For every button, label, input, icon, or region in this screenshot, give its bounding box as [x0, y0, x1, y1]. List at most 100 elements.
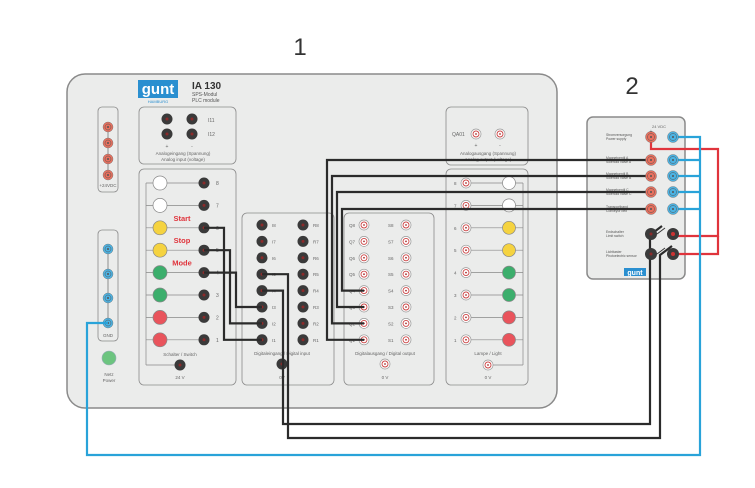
m2-plus-socket-1[interactable] — [645, 131, 657, 143]
switch-socket-1[interactable] — [198, 334, 210, 346]
digital-output-socket-S5[interactable] — [400, 268, 412, 280]
m2-sensor-in-socket-1[interactable] — [645, 228, 657, 240]
analog-input-socket[interactable] — [186, 113, 198, 125]
m2-minus-socket-5[interactable] — [667, 203, 679, 215]
wire-q3-to-valve-c[interactable] — [335, 190, 651, 309]
wire-stop-to-i2[interactable] — [204, 249, 262, 325]
analog-input-socket[interactable] — [161, 128, 173, 140]
analog-output-plus-socket[interactable] — [470, 128, 482, 140]
digital-output-socket-S2[interactable] — [400, 318, 412, 329]
digital-output-socket-S1[interactable] — [400, 334, 412, 346]
analog-output-minus-socket[interactable] — [494, 128, 506, 140]
switch-button-4[interactable] — [152, 265, 168, 280]
gnd-socket[interactable] — [102, 292, 114, 304]
digital-input-socket-R3[interactable] — [297, 301, 309, 313]
switch-socket-7[interactable] — [198, 199, 210, 211]
switch-button-5[interactable] — [152, 242, 168, 258]
wire-q1-to-valve-a[interactable] — [325, 158, 651, 341]
lamp-number-3: 3 — [454, 293, 457, 298]
digital-output-socket-S8[interactable] — [400, 219, 412, 231]
svg-text:gunt: gunt — [627, 270, 643, 277]
lamp-number-7: 7 — [454, 203, 457, 208]
m2-minus-socket-4[interactable] — [667, 186, 679, 198]
switch-button-2[interactable] — [152, 310, 168, 325]
digital-output-label-Q7: Q7 — [349, 239, 356, 244]
wire-q4-to-conveyor[interactable] — [340, 207, 651, 292]
analog-input-socket[interactable] — [161, 113, 173, 125]
switch-24v-socket[interactable] — [174, 359, 186, 371]
plus-24v-socket[interactable] — [102, 169, 114, 181]
digital-input-socket-R2[interactable] — [297, 317, 309, 329]
m2-sensor-in-socket-2[interactable] — [645, 248, 657, 260]
m2-sensor-out-socket-1[interactable] — [667, 228, 679, 240]
digital-output-socket-Q8[interactable] — [358, 219, 370, 231]
lamp-8 — [502, 176, 516, 190]
m2-minus-socket-1[interactable] — [667, 131, 679, 143]
digital-output-socket-S6[interactable] — [400, 252, 412, 264]
m2-plus-socket-2[interactable] — [645, 154, 657, 166]
lamp-socket-5[interactable] — [460, 244, 472, 256]
plus-24v-socket[interactable] — [102, 121, 114, 133]
m2-minus-socket-2[interactable] — [667, 154, 679, 166]
plus-24v-socket[interactable] — [102, 137, 114, 149]
analog-input-socket[interactable] — [186, 128, 198, 140]
wire-mode-to-i3[interactable] — [204, 271, 262, 309]
m2-plus-socket-5[interactable] — [645, 203, 657, 215]
lamp-socket-4[interactable] — [460, 267, 472, 278]
lamp-0v-socket[interactable] — [482, 359, 494, 371]
switch-button-7[interactable] — [152, 198, 168, 213]
switch-socket-2[interactable] — [198, 311, 210, 323]
switch-label-start: Start — [173, 214, 191, 223]
digital-output-0v-socket[interactable] — [379, 358, 391, 370]
lamp-2 — [502, 310, 516, 325]
switch-button-3[interactable] — [152, 287, 168, 303]
digital-output-socket-S7[interactable] — [400, 236, 412, 247]
lamp-socket-8[interactable] — [460, 177, 472, 189]
digital-input-socket-R5[interactable] — [297, 268, 309, 280]
digital-output-socket-S4[interactable] — [400, 285, 412, 296]
wire-supply-plus[interactable] — [649, 137, 720, 238]
lamp-number-8: 8 — [454, 181, 457, 186]
plus-24v-socket[interactable] — [102, 153, 114, 165]
digital-input-socket-R1[interactable] — [297, 334, 309, 346]
digital-input-socket-I6[interactable] — [256, 252, 268, 264]
digital-output-label-S4: S4 — [388, 289, 394, 294]
digital-input-socket-R7[interactable] — [297, 235, 309, 247]
m2-sensor-out-socket-2[interactable] — [667, 248, 679, 260]
lamp-socket-2[interactable] — [460, 312, 472, 323]
switch-socket-3[interactable] — [198, 289, 210, 301]
svg-text:HAMBURG: HAMBURG — [148, 99, 168, 104]
wire-supply-plus-sensor[interactable] — [674, 236, 720, 256]
digital-input-socket-R4[interactable] — [297, 285, 309, 297]
digital-input-socket-R8[interactable] — [297, 219, 309, 231]
lamp-socket-1[interactable] — [460, 334, 472, 346]
digital-output-socket-Q7[interactable] — [358, 236, 370, 247]
lamp-socket-6[interactable] — [460, 222, 472, 234]
digital-input-socket-I8[interactable] — [256, 219, 268, 231]
digital-input-socket-I7[interactable] — [256, 235, 268, 247]
wire-start-to-i1[interactable] — [204, 226, 262, 341]
digital-output-socket-Q5[interactable] — [358, 268, 370, 280]
lamp-socket-3[interactable] — [460, 289, 472, 301]
m2-plus-socket-3[interactable] — [645, 170, 657, 182]
m2-row-label-en: Solenoid valve B — [606, 176, 632, 180]
wire-gnd-return[interactable] — [85, 135, 702, 457]
digital-output-socket-S3[interactable] — [400, 301, 412, 313]
digital-output-label-S3: S3 — [388, 305, 394, 310]
digital-output-socket-Q6[interactable] — [358, 252, 370, 264]
switch-button-6[interactable] — [152, 220, 168, 236]
wire-q2-to-valve-b[interactable] — [330, 174, 651, 325]
gnd-socket[interactable] — [102, 268, 114, 280]
digital-input-label-R6: R6 — [313, 256, 319, 261]
wire-i5-to-photo-sensor[interactable] — [262, 245, 673, 440]
m2-sensor-label-en: Limit switch — [606, 234, 624, 238]
m2-minus-socket-3[interactable] — [667, 170, 679, 182]
switch-button-1[interactable] — [152, 332, 168, 348]
m2-plus-socket-4[interactable] — [645, 186, 657, 198]
ai-caption-en: Analog input (voltage) — [161, 157, 205, 162]
switch-socket-8[interactable] — [198, 177, 210, 189]
switch-button-8[interactable] — [152, 175, 168, 191]
gnd-socket[interactable] — [102, 243, 114, 255]
m2-row-label-de: Magnetventil B — [606, 172, 629, 176]
digital-input-socket-R6[interactable] — [297, 252, 309, 264]
